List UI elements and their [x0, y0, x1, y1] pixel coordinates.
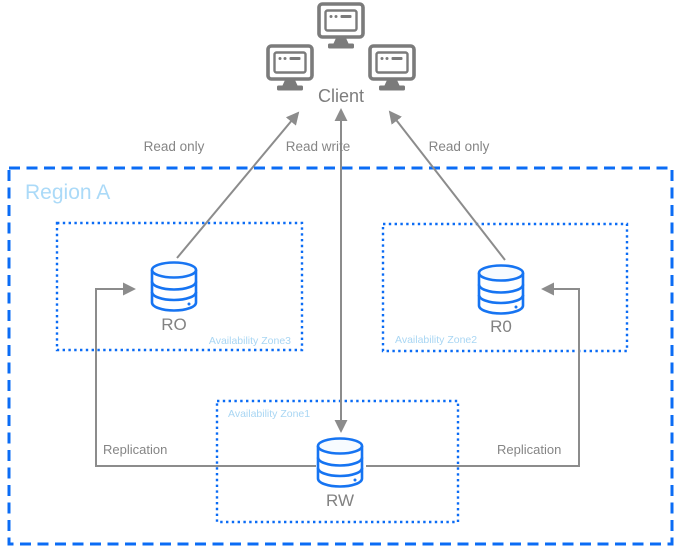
read-only-label-left: Read only [144, 139, 205, 154]
database-icon-r0 [477, 264, 525, 315]
read-only-arrow-left [176, 111, 300, 259]
database-label-r0: R0 [490, 317, 512, 336]
availability-zone1-box [215, 399, 460, 524]
database-icon-rw [316, 437, 364, 488]
client-monitor-icon-right [368, 44, 416, 93]
region-a-label: Region A [25, 181, 110, 204]
availability-zone1-label: Availability Zone1 [228, 408, 310, 420]
replication-arrow-left [95, 282, 316, 467]
availability-zone3-box [55, 221, 304, 352]
read-only-arrow-right [388, 110, 506, 261]
replication-label-right: Replication [497, 442, 561, 457]
read-write-label: Read write [286, 139, 351, 154]
replication-label-left: Replication [103, 442, 167, 457]
availability-zone2-label: Availability Zone2 [395, 334, 477, 346]
database-label-rw: RW [326, 491, 354, 510]
region-a-box [7, 166, 674, 546]
database-icon-ro [150, 261, 198, 312]
client-monitor-icon-top [317, 2, 365, 51]
availability-zone3-label: Availability Zone3 [209, 335, 291, 347]
availability-zone2-box [381, 222, 629, 353]
read-only-label-right: Read only [429, 139, 490, 154]
replication-arrow-right [366, 282, 580, 467]
client-label: Client [318, 86, 364, 106]
client-monitor-icon-left [266, 44, 314, 93]
database-label-ro: RO [161, 315, 187, 334]
